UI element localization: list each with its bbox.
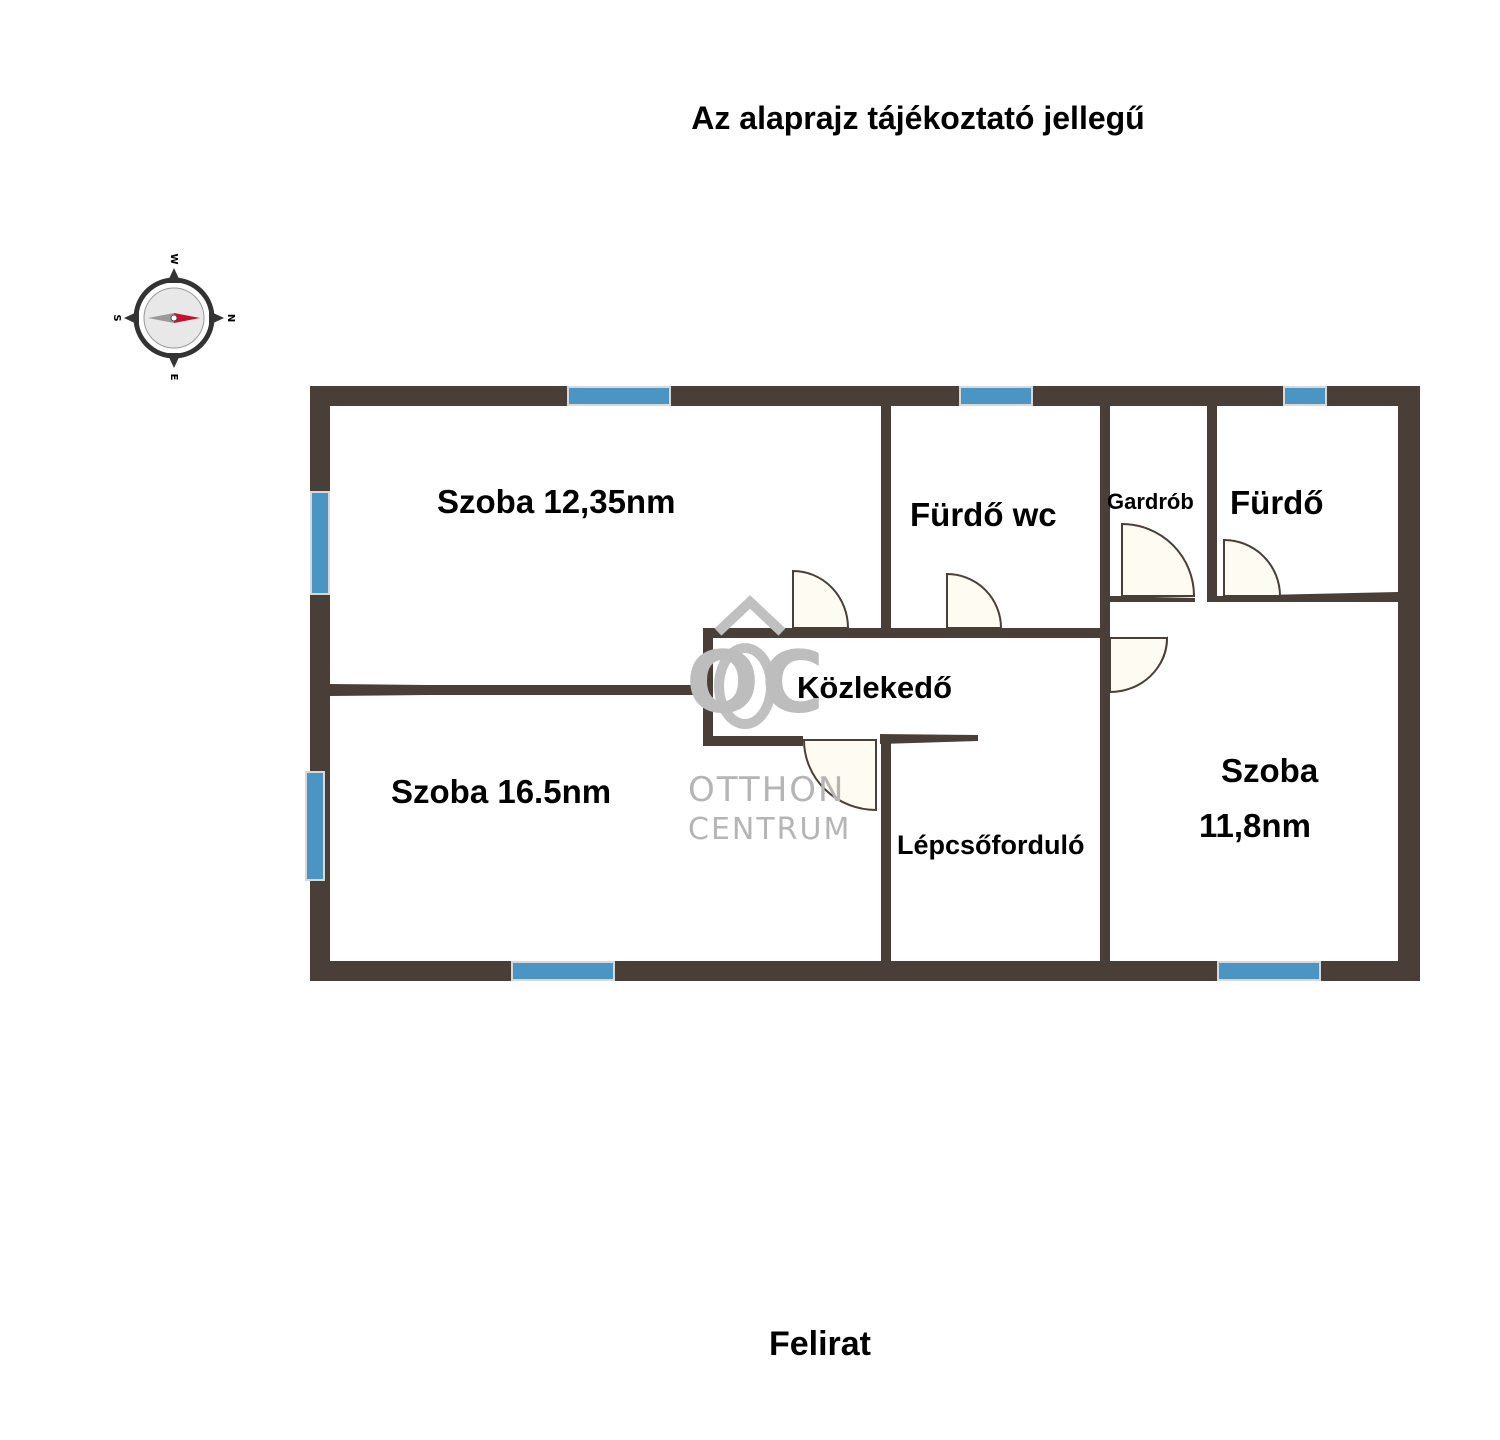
room-label-kozlekedo: Közlekedő (797, 670, 953, 705)
thin-walls (330, 592, 1398, 744)
room-label-furdo: Fürdő (1230, 484, 1324, 521)
compass-north-label: N (225, 314, 236, 322)
compass-west-label: W (168, 253, 179, 264)
room-label-szoba-1: Szoba 12,35nm (437, 483, 676, 520)
watermark-line2: CENTRUM (688, 812, 852, 847)
compass-south-label: S (111, 314, 122, 321)
watermark-line1: OTTHON (688, 770, 846, 810)
watermark-oc: OC (686, 633, 827, 733)
compass-icon: W E S N (111, 253, 236, 380)
watermark-logo (714, 595, 786, 729)
room-label-szoba-3-area: 11,8nm (1199, 807, 1311, 844)
windows (305, 386, 1327, 981)
room-label-lepcsofordulo: Lépcsőforduló (897, 830, 1085, 860)
room-label-furdo-wc: Fürdő wc (910, 496, 1057, 533)
compass-east-label: E (168, 374, 179, 381)
doors (792, 522, 1282, 812)
room-label-szoba-2: Szoba 16.5nm (391, 773, 612, 810)
room-label-gardrob: Gardrób (1107, 489, 1194, 514)
caption: Felirat (768, 1325, 872, 1363)
page-title: Az alaprajz tájékoztató jellegű (691, 100, 1145, 136)
room-label-szoba-3: Szoba (1221, 752, 1319, 789)
